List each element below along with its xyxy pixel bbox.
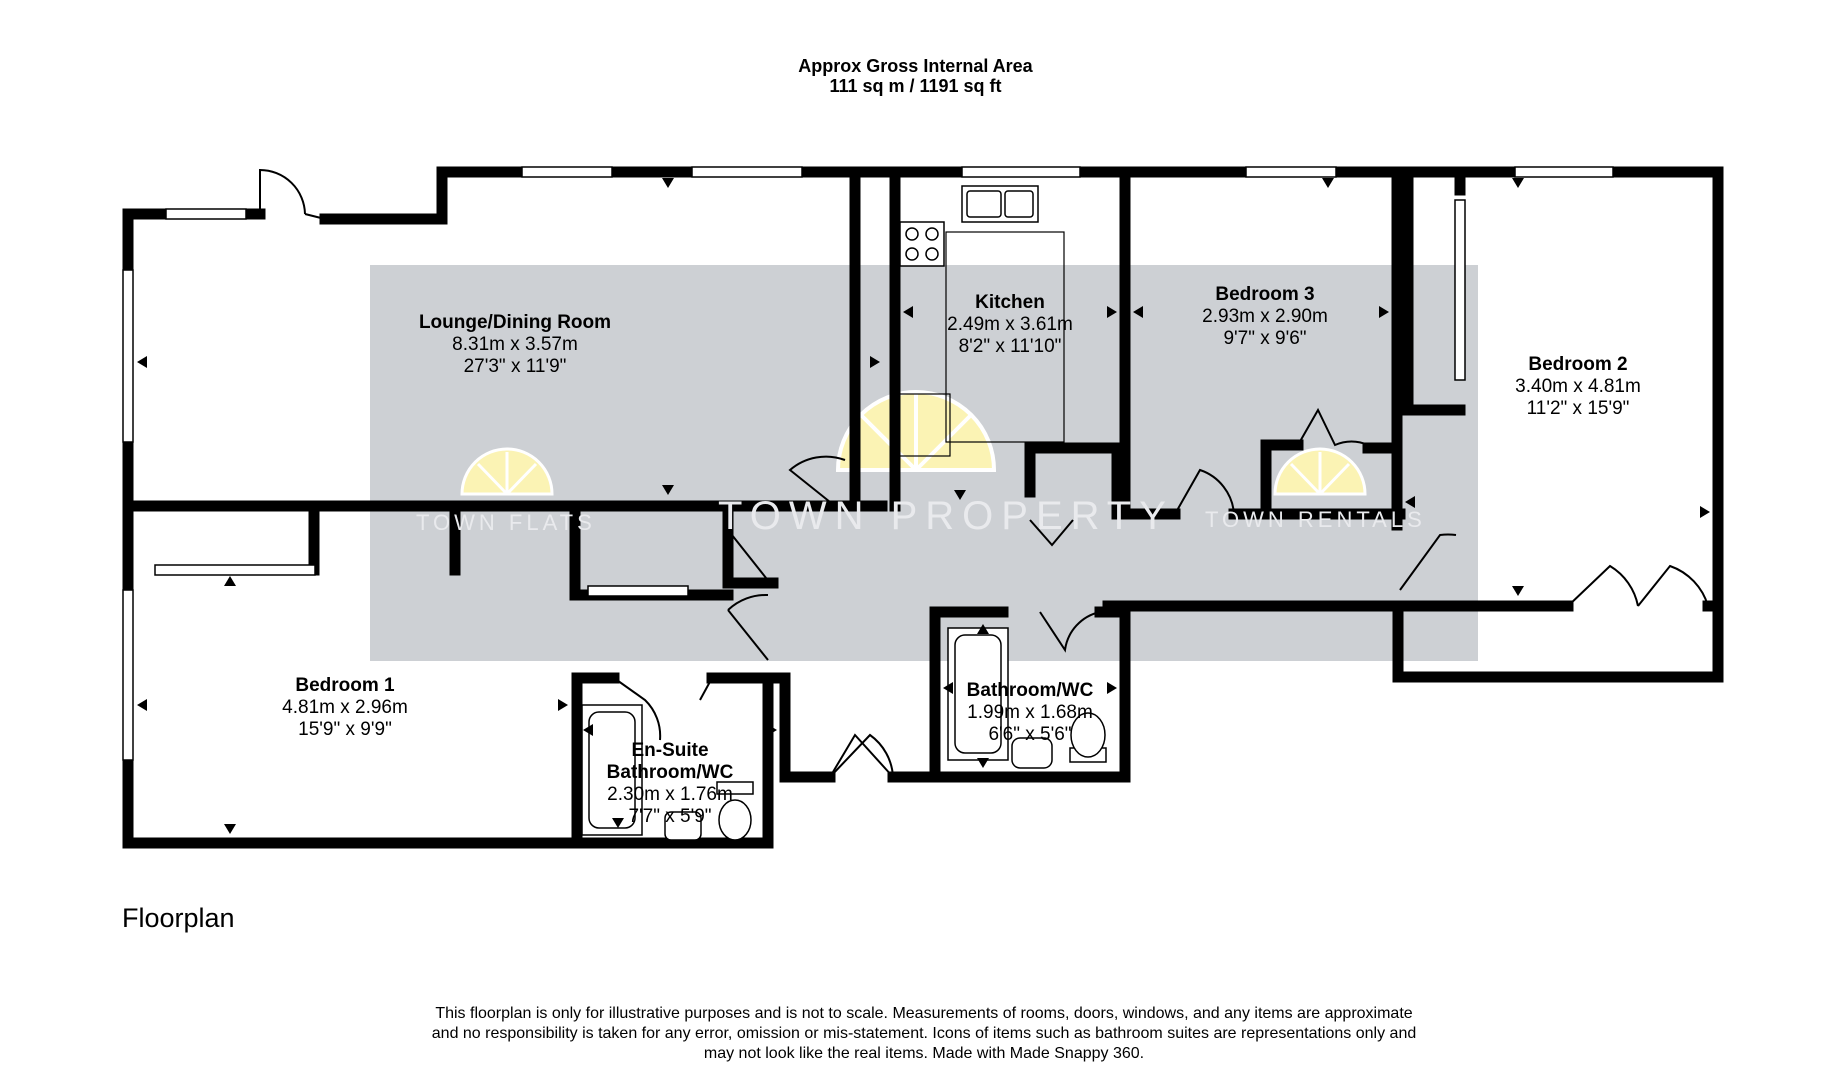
room-metric: 4.81m x 2.96m xyxy=(282,697,408,718)
sink-icon xyxy=(1011,737,1053,769)
room-name: Bedroom 2 xyxy=(1528,354,1628,375)
room-name-line2: Bathroom/WC xyxy=(606,762,734,783)
room-name: Lounge/Dining Room xyxy=(418,312,612,333)
disclaimer-line: This floorplan is only for illustrative … xyxy=(435,1005,1413,1022)
room-bedroom2: Bedroom 2 3.40m x 4.81m 11'2" x 15'9" xyxy=(1478,354,1678,420)
door-swing-icon xyxy=(259,168,1709,778)
room-metric: 2.30m x 1.76m xyxy=(607,784,733,805)
room-imperial: 8'2" x 11'10" xyxy=(958,336,1062,357)
room-bedroom1: Bedroom 1 4.81m x 2.96m 15'9" x 9'9" xyxy=(245,675,445,741)
area-size: 111 sq m / 1191 sq ft xyxy=(829,76,1002,96)
sink-icon xyxy=(961,185,1039,223)
room-imperial: 15'9" x 9'9" xyxy=(298,719,392,740)
room-lounge: Lounge/Dining Room 8.31m x 3.57m 27'3" x… xyxy=(400,312,630,378)
dimension-arrow-icon xyxy=(137,178,1710,834)
room-imperial: 27'3" x 11'9" xyxy=(463,356,567,377)
room-metric: 8.31m x 3.57m xyxy=(452,334,578,355)
watermark-main: TOWN PROPERTY xyxy=(718,494,1174,538)
hob-icon xyxy=(899,221,945,267)
window-icon xyxy=(122,166,1614,761)
room-imperial: 9'7" x 9'6" xyxy=(1223,328,1307,349)
disclaimer: This floorplan is only for illustrative … xyxy=(370,1004,1478,1064)
floorplan-caption: Floorplan xyxy=(122,903,235,933)
room-metric: 1.99m x 1.68m xyxy=(967,702,1093,723)
watermark-left: TOWN FLATS xyxy=(416,510,596,535)
room-metric: 2.93m x 2.90m xyxy=(1202,306,1328,327)
room-metric: 2.49m x 3.61m xyxy=(947,314,1073,335)
room-kitchen: Kitchen 2.49m x 3.61m 8'2" x 11'10" xyxy=(920,292,1100,358)
kitchen-counter xyxy=(894,231,1065,457)
bath-icon xyxy=(947,627,1009,761)
room-name: En-Suite xyxy=(631,740,709,761)
room-imperial: 11'2" x 15'9" xyxy=(1526,398,1630,419)
toilet-icon xyxy=(716,781,754,841)
room-name: Kitchen xyxy=(975,292,1045,313)
watermark-right: TOWN RENTALS xyxy=(1205,507,1426,532)
area-header: Approx Gross Internal Area 111 sq m / 11… xyxy=(0,56,1831,96)
disclaimer-line: and no responsibility is taken for any e… xyxy=(431,1025,1417,1042)
sun-logo-icon xyxy=(835,390,997,472)
sun-logo-icon xyxy=(1273,447,1367,496)
room-bathroom: Bathroom/WC 1.99m x 1.68m 6'6" x 5'6" xyxy=(940,680,1120,746)
area-title: Approx Gross Internal Area xyxy=(798,56,1033,76)
room-imperial: 6'6" x 5'6" xyxy=(988,724,1072,745)
toilet-icon xyxy=(1069,712,1107,763)
room-name: Bedroom 1 xyxy=(295,675,395,696)
room-imperial: 7'7" x 5'9" xyxy=(628,806,712,827)
room-metric: 3.40m x 4.81m xyxy=(1515,376,1641,397)
room-ensuite: En-Suite Bathroom/WC 2.30m x 1.76m 7'7" … xyxy=(580,740,760,828)
room-name: Bathroom/WC xyxy=(966,680,1094,701)
room-name: Bedroom 3 xyxy=(1215,284,1315,305)
sink-icon xyxy=(664,811,702,841)
room-bedroom3: Bedroom 3 2.93m x 2.90m 9'7" x 9'6" xyxy=(1165,284,1365,350)
sun-logo-icon xyxy=(460,447,554,496)
disclaimer-line: may not look like the real items. Made w… xyxy=(703,1045,1145,1062)
